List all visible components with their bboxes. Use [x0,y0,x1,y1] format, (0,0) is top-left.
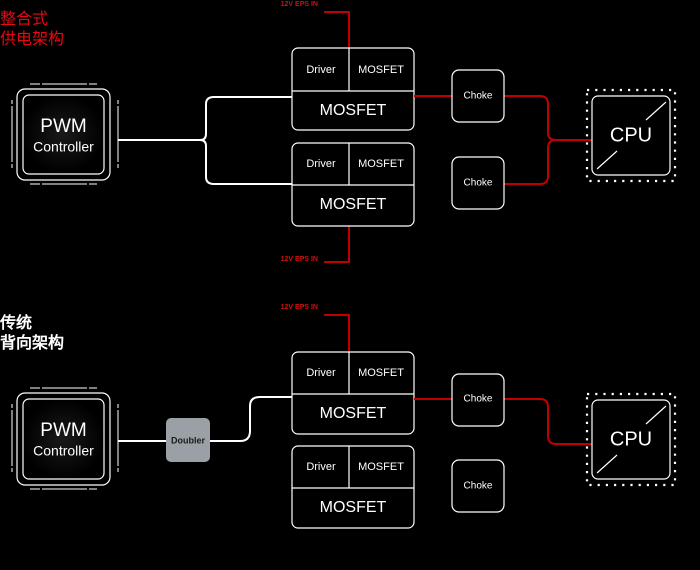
pwm-signal-line [118,96,292,185]
pwm-label-line1: PWM [40,420,86,441]
eps-label: 12V EPS IN [281,256,318,263]
traditional-title-line2: 背向架构 [0,333,65,352]
power-stage: Driver MOSFET MOSFET [291,351,415,435]
traditional-title-line1: 传统 [0,313,33,332]
choke-label: Choke [464,178,493,189]
integrated-title: 整合式 供电架构 [0,9,64,49]
mosfet-small-label: MOSFET [358,158,404,170]
cpu-label: CPU [610,428,652,450]
power-stage: Driver MOSFET MOSFET [291,47,415,131]
choke-label: Choke [464,481,493,492]
integrated-title-line2: 供电架构 [0,29,65,48]
pwm-signal-line [118,396,292,442]
doubler-label: Doubler [171,435,205,445]
driver-label: Driver [306,158,336,170]
pwm-label-line2: Controller [33,443,94,459]
cpu-label: CPU [610,124,652,146]
integrated-title-line1: 整合式 [0,9,49,28]
mosfet-big-label: MOSFET [320,102,387,119]
cpu-chip: CPU [585,392,677,487]
integrated-diagram: 12V EPS IN 12V EPS IN PWM Controller Dri… [11,1,677,263]
power-stage: Driver MOSFET MOSFET [291,142,415,227]
choke: Choke [451,373,505,427]
traditional-diagram: 12V EPS IN PWM Controller Doubler Driver… [11,304,677,529]
driver-label: Driver [306,367,336,379]
driver-label: Driver [306,64,336,76]
doubler: Doubler [166,418,210,462]
mosfet-small-label: MOSFET [358,461,404,473]
eps-label: 12V EPS IN [281,304,318,311]
cpu-chip: CPU [585,88,677,183]
choke: Choke [451,459,505,513]
driver-label: Driver [306,461,336,473]
output-power-line [414,95,592,185]
power-stage: Driver MOSFET MOSFET [291,445,415,529]
output-power-line [414,398,592,445]
choke-label: Choke [464,91,493,102]
pwm-controller: PWM Controller [11,387,119,490]
choke: Choke [451,156,505,210]
pwm-controller: PWM Controller [11,83,119,185]
eps-line-bottom [324,314,350,352]
choke: Choke [451,69,505,123]
eps-label: 12V EPS IN [281,1,318,8]
mosfet-big-label: MOSFET [320,499,387,516]
pwm-label-line1: PWM [40,116,86,137]
mosfet-small-label: MOSFET [358,367,404,379]
eps-line-top-2 [324,226,350,263]
traditional-title: 传统 背向架构 [0,313,64,353]
mosfet-small-label: MOSFET [358,64,404,76]
choke-label: Choke [464,394,493,405]
mosfet-big-label: MOSFET [320,405,387,422]
mosfet-big-label: MOSFET [320,196,387,213]
eps-line-top-1 [324,11,350,48]
pwm-label-line2: Controller [33,139,94,155]
